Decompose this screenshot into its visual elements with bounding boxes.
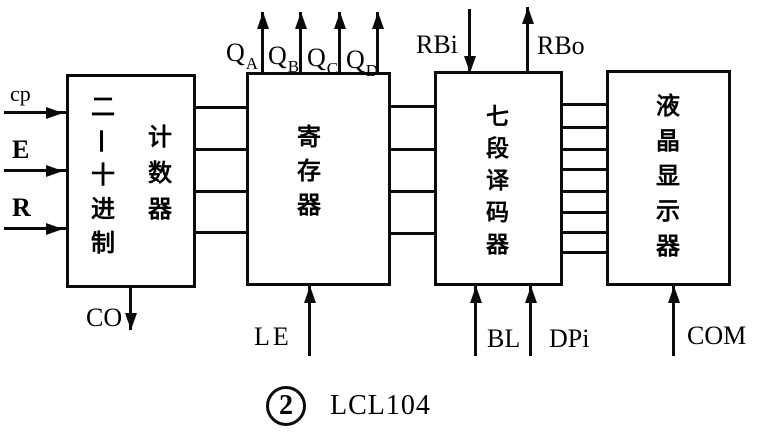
rbi-input-label: RBi — [416, 30, 458, 59]
bus-decoder-to-display-line — [563, 103, 606, 106]
bus-decoder-to-display-line — [563, 231, 606, 234]
block-label-char: 寄 — [297, 123, 321, 151]
register-block-label: 寄存器 — [297, 120, 321, 222]
block-label-char: 器 — [656, 232, 680, 260]
counter-block-label-bcd: 二 — 十进制 — [89, 90, 117, 260]
le-input-arrow-head — [303, 286, 316, 303]
decoder-block-label: 七段译码器 — [486, 101, 509, 261]
block-label-char: — — [89, 129, 117, 153]
enable-input-arrow — [4, 169, 66, 172]
com-input-arrow — [672, 286, 675, 356]
qb-sub: B — [287, 57, 300, 76]
qa-output-arrow-head — [256, 12, 269, 29]
figure-caption-code: LCL104 — [330, 390, 431, 421]
block-label-char: 计 — [148, 123, 172, 151]
bus-register-to-decoder-line — [391, 148, 434, 151]
bus-decoder-to-display-line — [563, 126, 606, 129]
reset-input-arrow — [4, 227, 66, 230]
block-label-char: 七 — [486, 104, 509, 130]
qd-output-arrow-head — [371, 12, 384, 29]
block-label-char: 显 — [656, 162, 680, 190]
le-input-arrow — [308, 286, 311, 356]
bus-decoder-to-display-line — [563, 148, 606, 151]
cp-input-label: cp — [10, 81, 31, 106]
qa-base: Q — [226, 38, 245, 67]
qc-output-arrow — [338, 12, 341, 74]
qa-sub: A — [245, 54, 259, 73]
co-output-arrow-head — [124, 313, 137, 330]
co-output-label: CO — [86, 303, 123, 332]
rbo-output-arrow — [526, 7, 529, 73]
bus-counter-to-register-line — [196, 148, 246, 151]
qb-base: Q — [268, 41, 287, 70]
block-label-char: 进 — [91, 195, 115, 223]
decoder-block — [434, 71, 563, 286]
block-label-char: 段 — [486, 136, 509, 162]
figure-number-badge: 2 — [266, 386, 306, 426]
com-input-arrow-head — [667, 286, 680, 303]
bl-input-arrow — [474, 286, 477, 356]
block-label-char: 制 — [91, 229, 115, 257]
block-label-char: 示 — [656, 197, 680, 225]
qc-output-arrow-head — [333, 12, 346, 29]
lcd-block — [606, 70, 731, 286]
rbi-input-arrow-head — [463, 56, 476, 73]
qb-output-arrow-head — [294, 12, 307, 29]
register-block — [246, 72, 391, 286]
dpi-input-arrow-head — [524, 286, 537, 303]
rbi-input-arrow — [468, 9, 471, 73]
block-label-char: 码 — [486, 200, 509, 226]
bus-decoder-to-display-line — [563, 168, 606, 171]
qd-base: Q — [346, 45, 365, 74]
com-input-label: COM — [687, 321, 747, 350]
block-label-char: 数 — [148, 159, 172, 187]
block-label-char: 液 — [656, 92, 680, 120]
qd-output-label: QD — [346, 45, 378, 80]
qb-output-label: QB — [268, 41, 299, 76]
bus-decoder-to-display-line — [563, 211, 606, 214]
block-label-char: 器 — [148, 195, 172, 223]
counter-block — [66, 74, 196, 288]
block-label-char: 二 — [91, 93, 115, 121]
reset-input-label: R — [12, 193, 31, 222]
qd-sub: D — [365, 61, 379, 80]
block-label-char: 译 — [486, 168, 509, 194]
cp-input-arrow-head — [46, 106, 63, 119]
bus-counter-to-register-line — [196, 106, 246, 109]
qc-base: Q — [307, 43, 326, 72]
block-label-char: 存 — [297, 157, 321, 185]
block-label-char: 晶 — [656, 127, 680, 155]
qb-output-arrow — [299, 12, 302, 74]
enable-input-arrow-head — [46, 164, 63, 177]
reset-input-arrow-head — [46, 222, 63, 235]
bus-counter-to-register-line — [196, 190, 246, 193]
le-input-label: LE — [254, 322, 292, 351]
cp-input-arrow — [4, 111, 66, 114]
bus-register-to-decoder-line — [391, 190, 434, 193]
qd-output-arrow — [376, 12, 379, 74]
bus-decoder-to-display-line — [563, 190, 606, 193]
qc-output-label: QC — [307, 43, 338, 78]
bl-input-label: BL — [487, 324, 521, 353]
bus-counter-to-register-line — [196, 231, 246, 234]
block-label-char: 器 — [486, 232, 509, 258]
qa-output-label: QA — [226, 38, 258, 73]
rbo-output-label: RBo — [537, 31, 585, 60]
rbo-output-arrow-head — [521, 7, 534, 24]
qc-sub: C — [326, 59, 339, 78]
enable-input-label: E — [12, 135, 30, 164]
bus-register-to-decoder-line — [391, 232, 434, 235]
block-label-char: 十 — [91, 161, 115, 189]
counter-block-label: 计数器 — [148, 119, 172, 227]
co-output-arrow — [129, 288, 132, 330]
dpi-input-arrow — [529, 286, 532, 356]
bus-decoder-to-display-line — [563, 251, 606, 254]
bl-input-arrow-head — [469, 286, 482, 303]
dpi-input-label: DPi — [549, 324, 590, 353]
lcd-block-label: 液晶显示器 — [656, 89, 680, 264]
qa-output-arrow — [261, 12, 264, 74]
bus-register-to-decoder-line — [391, 105, 434, 108]
block-label-char: 器 — [297, 191, 321, 219]
